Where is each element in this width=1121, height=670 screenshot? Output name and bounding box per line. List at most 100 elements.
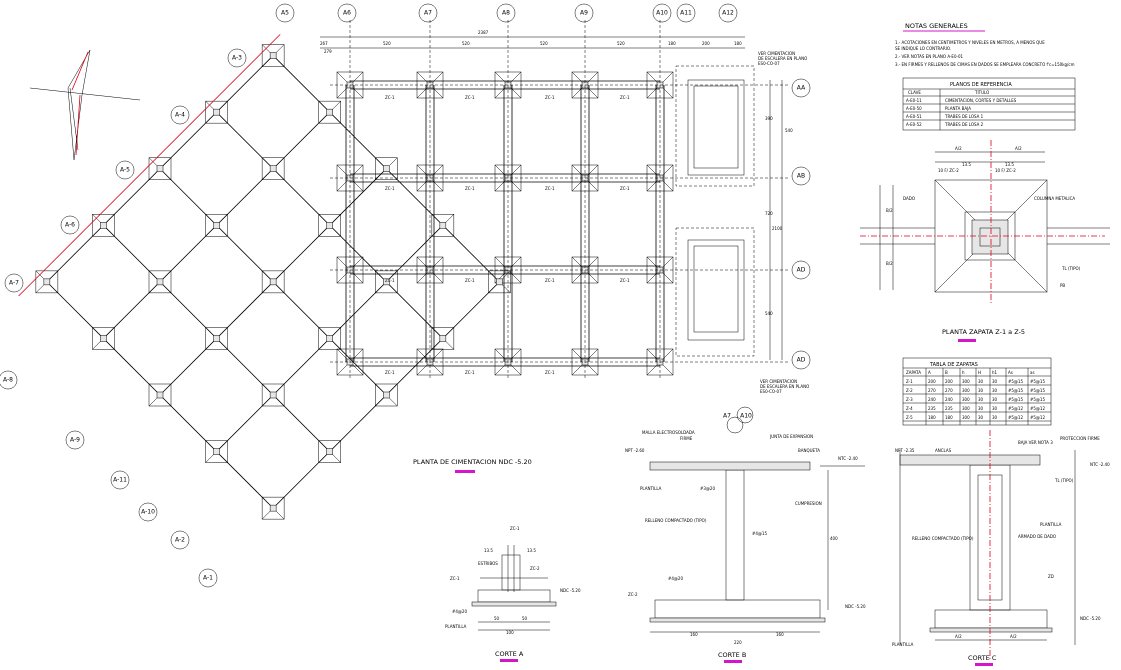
rot-footing-2-1-pad (205, 214, 228, 237)
cc-zd: ZD (1048, 574, 1054, 579)
tabla-cell-2-3: 300 (962, 397, 970, 402)
rot-footing-2-4-pad (375, 383, 398, 407)
cc-a2-r: A/2 (1010, 634, 1017, 639)
nota-3: 3.- EN FIRMES Y RELLENOS DE CIMAS EN DAD… (895, 62, 1075, 67)
rot-footing-4-4-pad (488, 270, 511, 294)
diag-bubble-3-circle (60, 215, 80, 235)
zp-b2-top: B/2 (886, 208, 893, 213)
corte-a-marker (500, 659, 518, 662)
corte-c-caption: CORTE C (968, 654, 997, 662)
planos-r4-c2: TRABES DE LOSA 2 (944, 122, 984, 127)
nota-2: 2.- VER NOTAS EN PLANO A-E0-01 (895, 54, 963, 59)
tabla-header-3: h (962, 370, 965, 375)
tabla-header-6: As (1008, 370, 1013, 375)
rot-footing-4-4 (488, 270, 511, 294)
rot-footing-2-0 (148, 157, 172, 180)
dim-279: 279 (324, 49, 332, 54)
rot-footing-1-4 (318, 440, 341, 463)
rot-footing-0-1-pad (92, 327, 115, 350)
tabla-header-2: B (945, 370, 948, 375)
tabla-cell-3-7: #5@12 (1030, 406, 1045, 411)
grid-bubble-A5-label: A5 (281, 10, 289, 17)
corte-a: ZC-1 13.5 13.5 ESTRIBOS ZC-1 ZC-2 #4@20 … (445, 526, 581, 662)
diag-bubble-0-label: A-3 (232, 55, 242, 62)
cb-firme: FIRME (680, 436, 693, 441)
tabla-cell-3-2: 235 (945, 406, 953, 411)
tabla-cell-4-6: #5@12 (1008, 415, 1023, 420)
tabla-cell-2-7: #5@15 (1030, 397, 1045, 402)
diag-grid-bubbles: A-3A-4A-5A-6A-7A-8A-9A-10 (0, 48, 247, 522)
diag-bubble-2-circle (115, 160, 135, 180)
dim-r-2100: 2100 (772, 226, 783, 231)
dim-520-a: 520 (383, 41, 391, 46)
corte-c-marker (975, 663, 993, 666)
rot-footing-1-1-dado (156, 278, 164, 286)
planos-referencia-table: PLANOS DE REFERENCIA CLAVE TITULO A-E0-1… (902, 77, 1076, 131)
cb-rebar-2: #3@20 (700, 486, 715, 491)
tabla-cell-0-5: 30 (992, 379, 998, 384)
ca-rebar: #4@20 (452, 609, 467, 614)
zp-135-l: 13.5 (962, 162, 971, 167)
stair-areas (675, 65, 755, 357)
grid-bubble-A8-circle (496, 3, 516, 23)
tabla-cell-3-1: 235 (928, 406, 936, 411)
beam-label-1: ZC-1 (465, 95, 475, 100)
rot-footing-0-0 (35, 270, 59, 294)
lower-bubble-1-circle (170, 530, 190, 550)
zp-a2-left: A/2 (955, 146, 962, 151)
tabla-cell-2-2: 240 (945, 397, 953, 402)
grid-bubble-A6: A6 (337, 3, 357, 23)
rot-footing-4-1-pad (318, 100, 341, 124)
zp-zc2-l: 10 F/ ZC-2 (938, 168, 959, 173)
tabla-cell-0-1: 200 (928, 379, 936, 384)
lower-bubble-2: A-11 (110, 470, 130, 490)
cc-ndc: NDC -5.20 (1080, 616, 1101, 621)
rot-footing-2-1 (205, 214, 228, 237)
corte-a-caption: CORTE A (495, 650, 524, 658)
rot-footing-4-4-dado (496, 278, 503, 286)
rot-footing-4-1 (318, 100, 341, 124)
grid-bubble-A11: A11 (676, 3, 696, 23)
rot-footing-4-0-pad (261, 44, 285, 67)
cc-a2-l: A/2 (955, 634, 962, 639)
corte-b-caption: CORTE B (718, 651, 746, 659)
planos-h-clave: CLAVE (908, 90, 921, 95)
diag-bubble-4-label: A-7 (9, 280, 19, 287)
rot-footing-2-4-dado (383, 391, 390, 399)
rot-footing-1-4-dado (326, 448, 333, 455)
rot-footing-3-3 (375, 270, 398, 294)
grid-bubble-A12-circle (718, 3, 738, 23)
nota-1: 1.- ACOTACIONES EN CENTIMETROS Y NIVELES… (895, 40, 1045, 45)
rot-footing-1-2 (205, 327, 228, 350)
cb-cumpresion: CUMPRESION (795, 501, 822, 506)
rot-footing-0-0-dado (43, 278, 51, 286)
grid-bubble-A8-label: A8 (502, 10, 510, 17)
planos-r3-c1: A-E0-51 (906, 114, 922, 119)
lower-bubble-0-label: A-1 (203, 575, 213, 582)
tabla-cell-1-7: #5@15 (1030, 388, 1045, 393)
rot-footing-3-1-pad (261, 157, 285, 180)
rot-footing-3-3-dado (383, 278, 390, 286)
tabla-cell-1-4: 30 (978, 388, 984, 393)
cc-anclas: ANCLAS (935, 448, 952, 453)
stair-notes: VER CIMENTACION DE ESCALERA EN PLANO ES0… (758, 51, 809, 394)
planos-r2-c2: PLANTA BAJA (945, 106, 971, 111)
diag-bubble-5-circle (0, 370, 18, 390)
cc-npt: NPT -2.35 (895, 448, 915, 453)
grid-bubble-right-1-label: AB (797, 173, 805, 180)
cb-160-r: 160 (776, 632, 784, 637)
cb-junta: JUNTA DE EXPANSION (769, 434, 813, 439)
planos-h-titulo: TITULO (974, 90, 989, 95)
grid-bubble-right-2: AD (791, 260, 811, 280)
grid-bubble-A6-label: A6 (343, 10, 351, 17)
beam-label-11: ZC-1 (620, 278, 630, 283)
rot-footing-2-3 (318, 327, 341, 350)
lower-grid-bubbles: A-1A-2A-11 (110, 470, 218, 588)
rot-footing-3-2-dado (326, 222, 333, 229)
diag-bubble-1: A-4 (170, 105, 190, 125)
grid-bubble-right-3-circle (791, 350, 811, 370)
rot-footing-4-3-dado (439, 222, 447, 229)
rot-footing-3-0-pad (205, 100, 228, 124)
tabla-header-4: H (978, 370, 981, 375)
